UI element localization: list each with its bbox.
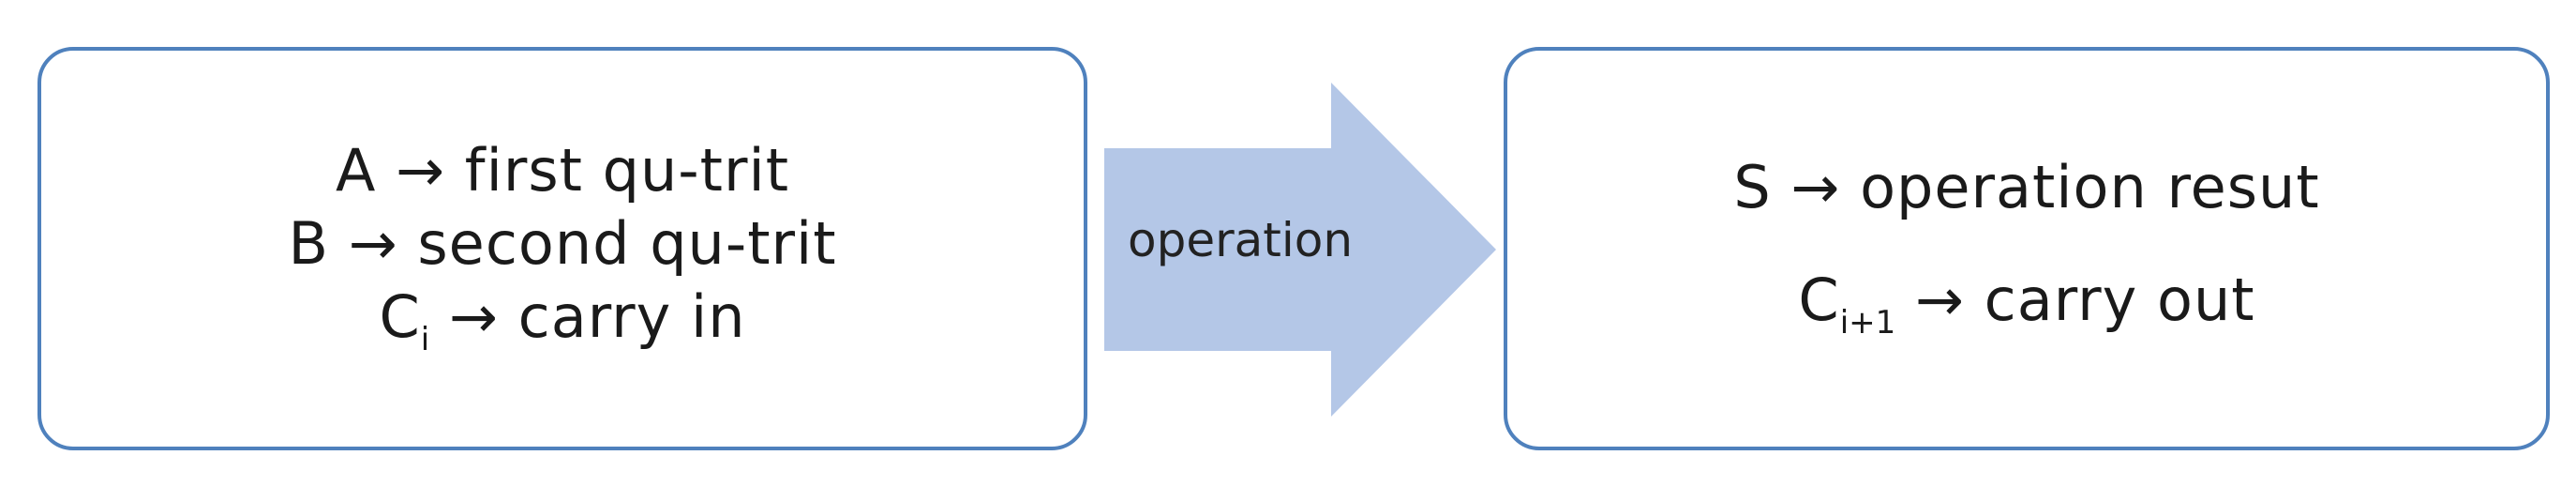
input-line-ci-text: carry in: [517, 282, 746, 351]
right-arrow-icon: →: [1790, 153, 1841, 221]
output-box: S → operation resut Ci+1 → carry out: [1504, 47, 2550, 450]
input-line-b: B → second qu-trit: [288, 207, 836, 281]
operation-block-arrow: [1104, 83, 1496, 417]
symbol-s: S: [1733, 153, 1772, 221]
input-line-a: A → first qu-trit: [336, 134, 789, 207]
output-line-ci1-text: carry out: [1984, 266, 2255, 334]
right-arrow-icon: →: [448, 282, 499, 351]
subscript-i-plus-1: i+1: [1839, 304, 1896, 342]
output-line-s-text: operation resut: [1860, 153, 2320, 221]
symbol-b: B: [288, 209, 329, 278]
operation-label: operation: [1128, 213, 1354, 267]
input-box: A → first qu-trit B → second qu-trit Ci …: [37, 47, 1087, 450]
right-arrow-icon: →: [348, 209, 398, 278]
symbol-c: C: [1798, 266, 1840, 334]
output-line-ci1: Ci+1 → carry out: [1798, 264, 2254, 346]
right-arrow-icon: →: [396, 136, 446, 205]
right-arrow-icon: →: [1915, 266, 1965, 334]
subscript-i: i: [420, 321, 430, 358]
block-arrow-shape: [1104, 83, 1496, 417]
input-line-ci: Ci → carry in: [379, 281, 745, 363]
input-line-b-text: second qu-trit: [417, 209, 837, 278]
input-line-a-text: first qu-trit: [464, 136, 790, 205]
output-line-s: S → operation resut: [1733, 151, 2319, 224]
symbol-a: A: [335, 136, 377, 205]
symbol-c: C: [379, 282, 421, 351]
